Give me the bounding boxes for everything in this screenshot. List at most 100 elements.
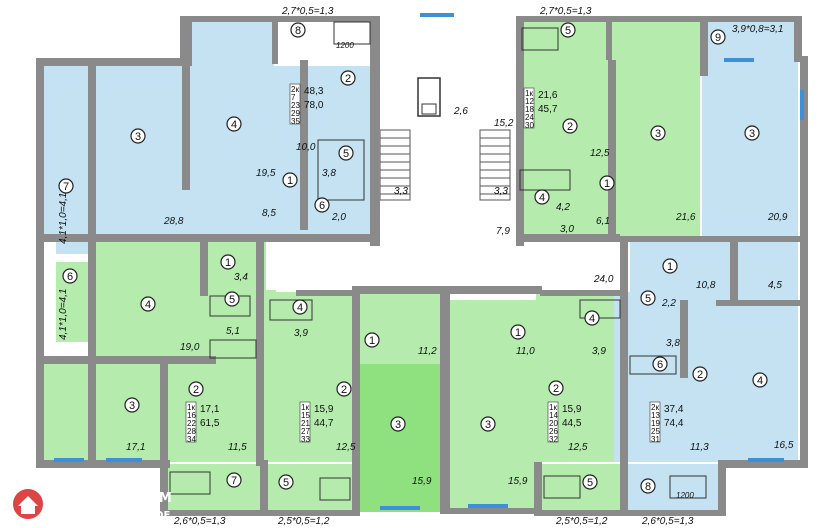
area-label: 4,5 xyxy=(768,280,782,291)
area-label: 3,0 xyxy=(560,224,574,235)
room-marker-5: 5 xyxy=(560,22,576,38)
staircase-core xyxy=(276,22,630,292)
svg-text:5: 5 xyxy=(343,148,349,160)
svg-text:14: 14 xyxy=(549,411,558,420)
room-marker-9: 9 xyxy=(710,29,726,45)
room-marker-4: 4 xyxy=(534,189,550,205)
svg-text:45,7: 45,7 xyxy=(538,104,558,115)
room-marker-1: 1 xyxy=(662,258,678,274)
svg-text:15: 15 xyxy=(301,411,310,420)
area-label: 28,8 xyxy=(163,216,184,227)
room-marker-2: 2 xyxy=(692,366,708,382)
svg-text:4: 4 xyxy=(539,192,545,204)
svg-text:22: 22 xyxy=(187,419,196,428)
balcony-label: 2,6*0,5=1,3 xyxy=(641,516,694,527)
svg-text:1к: 1к xyxy=(525,89,533,98)
area-label: 12,5 xyxy=(568,442,588,453)
svg-text:2: 2 xyxy=(341,384,347,396)
svg-text:6: 6 xyxy=(67,271,73,283)
svg-text:7: 7 xyxy=(63,181,69,193)
svg-text:21,6: 21,6 xyxy=(538,90,558,101)
balcony-label: 2,5*0,5=1,2 xyxy=(277,516,330,527)
room-marker-2: 2 xyxy=(562,118,578,134)
area-label: 2,2 xyxy=(661,298,676,309)
area-label: 20,9 xyxy=(767,212,788,223)
area-label: 24,0 xyxy=(593,274,614,285)
area-label: 3,3 xyxy=(394,186,408,197)
svg-text:24: 24 xyxy=(525,113,534,122)
svg-text:30: 30 xyxy=(525,121,534,130)
area-label: 8,5 xyxy=(262,208,276,219)
room-marker-3: 3 xyxy=(390,416,406,432)
area-label: 7,9 xyxy=(496,226,510,237)
room-marker-6: 6 xyxy=(652,356,668,372)
svg-text:5: 5 xyxy=(645,293,651,305)
svg-text:16: 16 xyxy=(187,411,196,420)
svg-text:2к: 2к xyxy=(291,85,299,94)
svg-text:21: 21 xyxy=(301,419,310,428)
svg-text:12: 12 xyxy=(525,97,534,106)
room-marker-7: 7 xyxy=(58,178,74,194)
room-marker-5: 5 xyxy=(640,290,656,306)
svg-text:74,4: 74,4 xyxy=(664,418,684,429)
svg-text:37,4: 37,4 xyxy=(664,404,684,415)
area-label: 19,0 xyxy=(180,342,200,353)
balcony-label: 2,7*0,5=1,3 xyxy=(281,6,334,17)
svg-text:17,1: 17,1 xyxy=(200,404,220,415)
elevator-shaft xyxy=(417,77,441,117)
svg-text:31: 31 xyxy=(651,435,660,444)
svg-text:6: 6 xyxy=(657,359,663,371)
room-marker-1: 1 xyxy=(220,254,236,270)
svg-text:61,5: 61,5 xyxy=(200,418,220,429)
area-label: 5,1 xyxy=(226,326,240,337)
svg-text:26: 26 xyxy=(549,427,558,436)
svg-text:3: 3 xyxy=(749,128,755,140)
room-marker-1: 1 xyxy=(282,172,298,188)
house-icon xyxy=(18,496,38,514)
svg-text:1: 1 xyxy=(287,175,293,187)
room-marker-3: 3 xyxy=(124,397,140,413)
balcony-label: 2,5*0,5=1,2 xyxy=(555,516,608,527)
area-label: 15,2 xyxy=(494,118,514,129)
svg-text:28: 28 xyxy=(187,427,196,436)
room-marker-8: 8 xyxy=(290,22,306,38)
svg-text:15,9: 15,9 xyxy=(314,404,334,415)
svg-text:4: 4 xyxy=(757,375,763,387)
room-marker-5: 5 xyxy=(278,474,294,490)
area-label: 12,5 xyxy=(336,442,356,453)
room-marker-1: 1 xyxy=(364,332,380,348)
svg-text:44,7: 44,7 xyxy=(314,418,334,429)
room-marker-4: 4 xyxy=(140,296,156,312)
area-label: 16,5 xyxy=(774,440,794,451)
area-label: 3,3 xyxy=(494,186,508,197)
watermark: KVARTORG.COM REALTY WORLDWIDE xyxy=(11,487,172,521)
room-marker-2: 2 xyxy=(340,70,356,86)
svg-text:1: 1 xyxy=(225,257,231,269)
svg-text:34: 34 xyxy=(187,435,196,444)
svg-text:6: 6 xyxy=(319,200,325,212)
area-label: 15,9 xyxy=(412,476,432,487)
svg-text:2: 2 xyxy=(697,369,703,381)
svg-text:3: 3 xyxy=(129,400,135,412)
svg-text:20: 20 xyxy=(549,419,558,428)
room-marker-5: 5 xyxy=(224,291,240,307)
room-marker-3: 3 xyxy=(650,125,666,141)
area-label: 3,4 xyxy=(234,272,248,283)
area-label: 19,5 xyxy=(256,168,276,179)
svg-text:1к: 1к xyxy=(549,403,557,412)
stairs-right xyxy=(479,129,511,201)
svg-text:7: 7 xyxy=(231,475,237,487)
area-label: 2,6 xyxy=(453,106,468,117)
room-area-labels: 2,6 15,2 10,0 3,8 19,5 28,8 8,5 2,0 3,3 … xyxy=(126,41,794,500)
svg-text:2: 2 xyxy=(553,383,559,395)
svg-text:3: 3 xyxy=(395,419,401,431)
room-marker-1: 1 xyxy=(599,175,615,191)
svg-text:27: 27 xyxy=(301,427,310,436)
svg-text:4: 4 xyxy=(297,302,303,314)
